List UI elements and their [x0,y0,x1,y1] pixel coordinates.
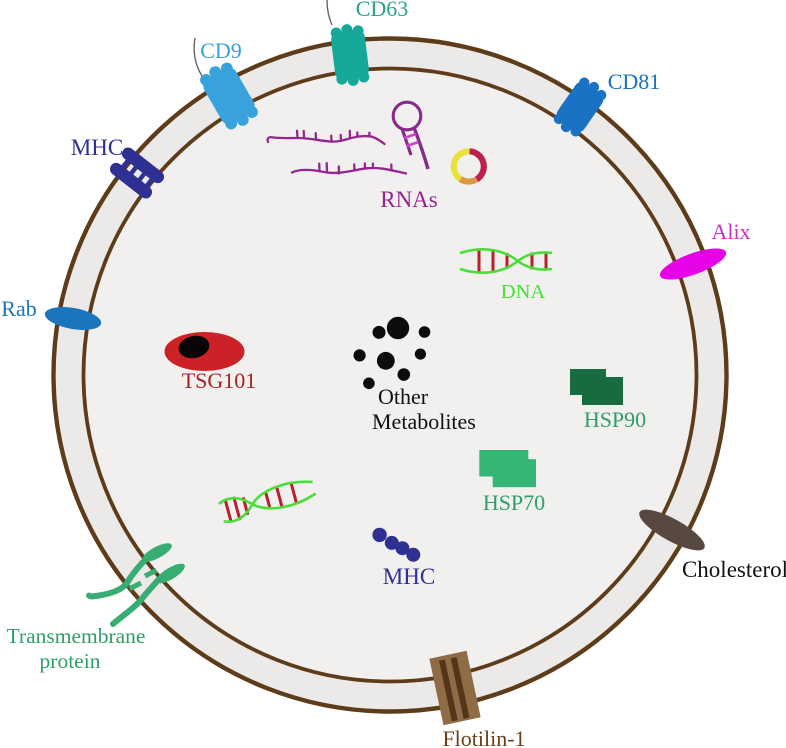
svg-text:TSG101: TSG101 [182,368,257,393]
svg-text:Cholesterol: Cholesterol [682,557,786,582]
svg-text:Rab: Rab [1,296,36,321]
svg-text:MHC: MHC [383,564,435,589]
svg-text:Transmembrane: Transmembrane [7,624,146,648]
svg-text:Other: Other [378,384,429,409]
svg-text:MHC: MHC [71,135,123,160]
svg-text:Metabolites: Metabolites [372,409,476,434]
svg-text:Flotilin-1: Flotilin-1 [442,726,525,748]
svg-text:CD63: CD63 [356,0,409,21]
svg-text:CD81: CD81 [608,69,661,94]
svg-text:RNAs: RNAs [380,187,438,212]
svg-text:Alix: Alix [711,219,750,244]
svg-text:CD9: CD9 [200,38,242,63]
svg-text:HSP70: HSP70 [483,490,545,515]
svg-text:protein: protein [40,649,101,673]
svg-text:DNA: DNA [501,281,546,303]
svg-text:HSP90: HSP90 [584,407,646,432]
